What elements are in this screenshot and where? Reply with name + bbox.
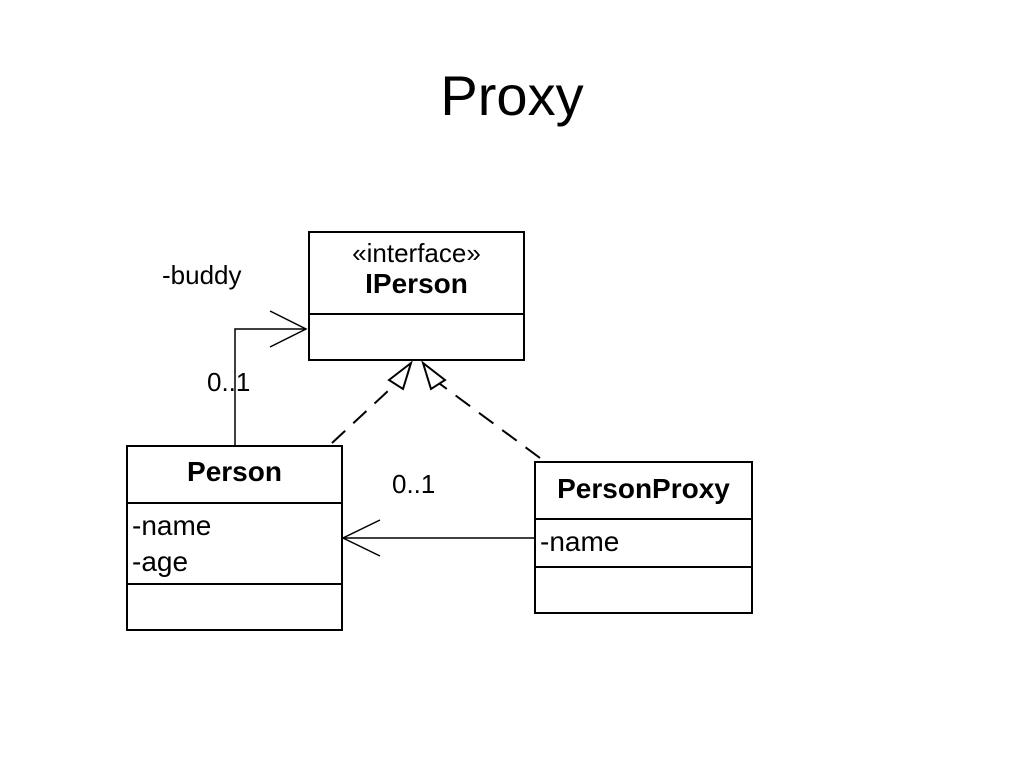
personproxy-operations-compartment bbox=[536, 566, 751, 612]
personproxy-class-name: PersonProxy bbox=[557, 473, 730, 504]
proxy-multiplicity-label: 0..1 bbox=[392, 469, 436, 499]
personproxy-attributes-compartment: -name bbox=[536, 518, 751, 566]
iperson-class-name: IPerson bbox=[365, 268, 468, 299]
interface-stereotype: «interface» bbox=[352, 238, 481, 268]
person-header: Person bbox=[128, 447, 341, 502]
person-attribute: -name bbox=[132, 510, 212, 541]
proxy-association-arrowhead bbox=[341, 519, 381, 557]
buddy-multiplicity-label: 0..1 bbox=[207, 367, 251, 397]
buddy-association-arrowhead bbox=[269, 310, 308, 348]
personproxy-header: PersonProxy bbox=[536, 463, 751, 518]
iperson-interface-box: «interface» IPerson bbox=[308, 231, 525, 361]
buddy-role-label: -buddy bbox=[162, 260, 242, 290]
person-attribute: -age bbox=[132, 546, 189, 577]
person-class-box: Person -name -age bbox=[126, 445, 343, 631]
personproxy-attribute: -name bbox=[540, 526, 620, 557]
personproxy-class-box: PersonProxy -name bbox=[534, 461, 753, 614]
realization-triangle-right bbox=[421, 360, 447, 391]
person-operations-compartment bbox=[128, 583, 341, 629]
person-class-name: Person bbox=[187, 456, 282, 487]
buddy-association-line bbox=[234, 328, 306, 445]
proxy-realization-line bbox=[431, 377, 541, 459]
realization-triangle-left bbox=[387, 360, 413, 391]
person-realization-line bbox=[331, 377, 403, 444]
iperson-operations-compartment bbox=[310, 313, 523, 359]
diagram-title: Proxy bbox=[440, 64, 584, 127]
iperson-header: «interface» IPerson bbox=[310, 233, 523, 313]
person-attributes-compartment: -name -age bbox=[128, 502, 341, 583]
